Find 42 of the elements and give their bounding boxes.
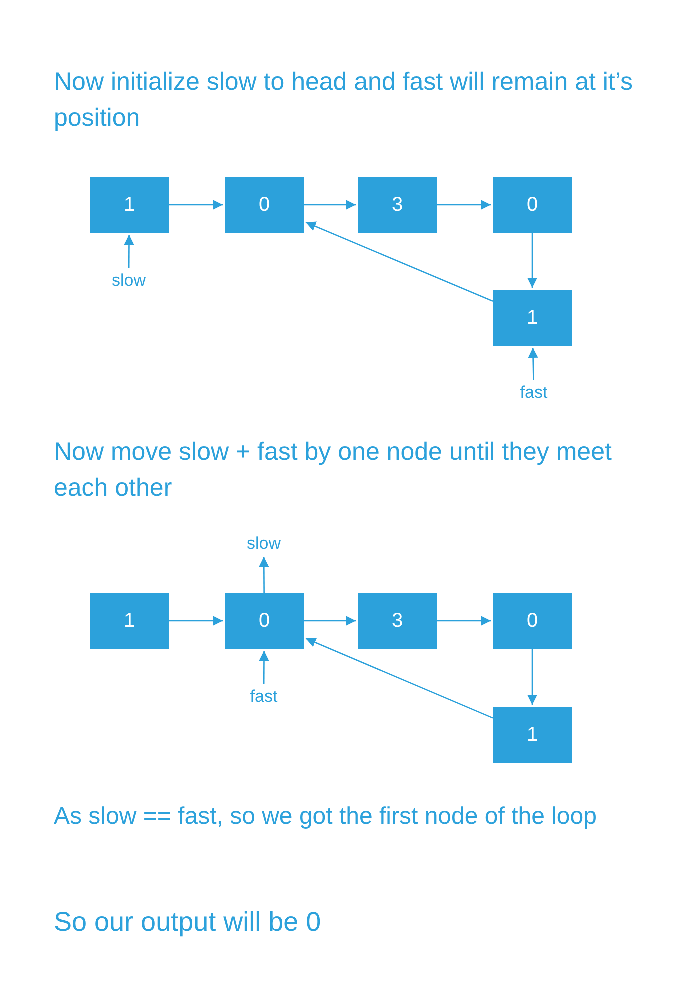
list-node-box bbox=[493, 707, 572, 763]
node-value: 1 bbox=[124, 193, 136, 218]
pointer-label: slow bbox=[246, 533, 281, 556]
pointer-label: fast bbox=[250, 686, 278, 708]
arrow bbox=[304, 616, 356, 626]
node-value: 3 bbox=[392, 609, 404, 634]
arrow bbox=[306, 638, 494, 719]
list-node-box bbox=[225, 177, 304, 233]
node-value: 0 bbox=[258, 193, 270, 218]
node-value: 0 bbox=[526, 193, 538, 218]
arrow bbox=[259, 651, 270, 684]
arrow bbox=[124, 235, 134, 268]
arrow bbox=[528, 233, 538, 288]
list-node-box bbox=[225, 593, 304, 649]
arrow bbox=[437, 616, 491, 626]
node-value: 1 bbox=[124, 609, 136, 634]
list-node-box bbox=[493, 177, 572, 233]
arrow bbox=[259, 557, 270, 593]
list-node-box bbox=[493, 593, 572, 649]
arrow bbox=[306, 222, 494, 302]
node-value: 3 bbox=[392, 193, 404, 218]
list-node-box bbox=[493, 290, 572, 346]
step-description: So our output will be 0 bbox=[54, 906, 322, 939]
node-value: 0 bbox=[258, 609, 270, 634]
list-node-box bbox=[358, 593, 437, 649]
step-description: As slow == fast, so we got the first node of the loop bbox=[54, 802, 598, 832]
pointer-label: slow bbox=[112, 270, 146, 292]
arrow bbox=[528, 348, 538, 380]
list-node-box bbox=[90, 593, 169, 649]
list-node-box bbox=[90, 177, 169, 233]
step-description: Now initialize slow to head and fast will remain at it’s position bbox=[54, 67, 634, 134]
node-value: 0 bbox=[526, 609, 538, 634]
arrow bbox=[169, 200, 223, 210]
arrow bbox=[437, 200, 491, 210]
arrow bbox=[528, 649, 538, 705]
node-value: 1 bbox=[526, 306, 538, 331]
arrow bbox=[169, 616, 223, 626]
list-node-box bbox=[358, 177, 437, 233]
node-value: 1 bbox=[526, 723, 538, 748]
pointer-label: fast bbox=[520, 382, 548, 404]
arrow bbox=[304, 200, 356, 210]
step-description: Now move slow + fast by one node until they meet each other bbox=[54, 437, 613, 504]
